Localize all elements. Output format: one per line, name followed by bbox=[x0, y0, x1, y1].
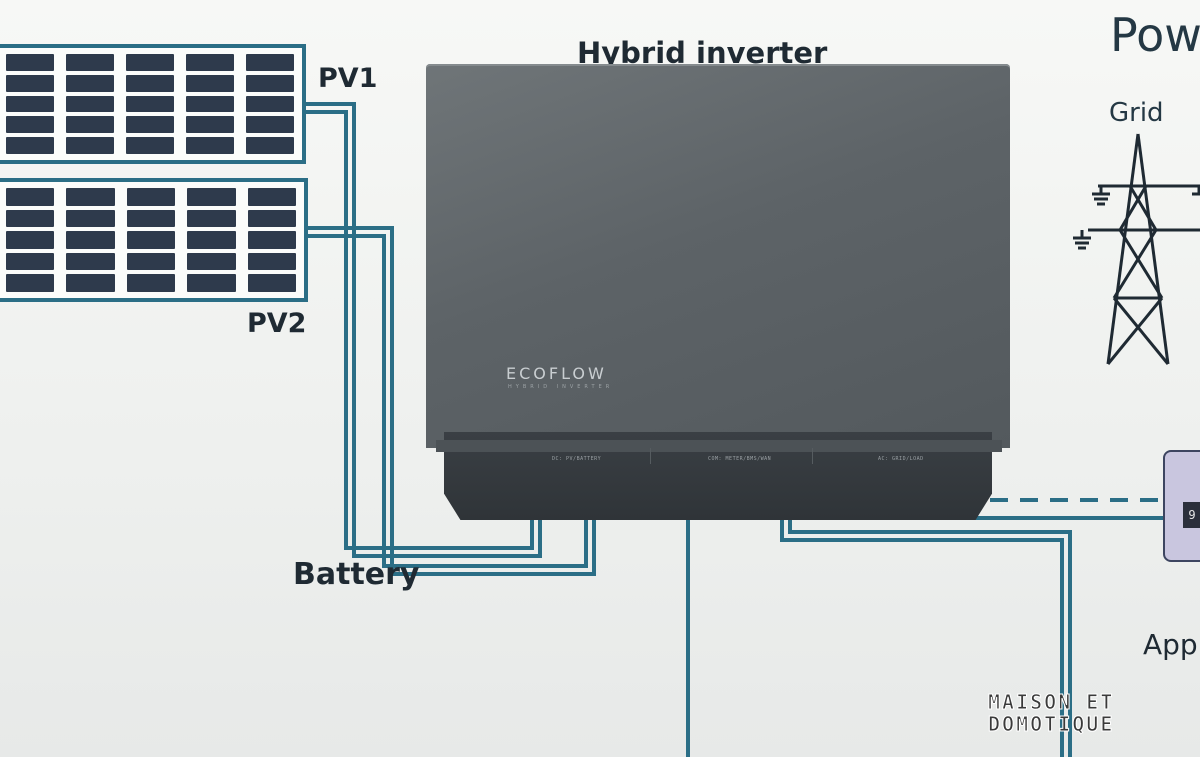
appliance-wire bbox=[780, 520, 1064, 757]
inverter-subtitle: HYBRID INVERTER bbox=[508, 384, 614, 390]
pv-cell bbox=[186, 95, 234, 113]
pv-cell bbox=[66, 137, 114, 154]
watermark-line-2: DOMOTIQUE bbox=[987, 712, 1115, 737]
pv2-cell-grid bbox=[6, 188, 296, 292]
smart-meter-device: 9 bbox=[1163, 450, 1200, 562]
pv-cell bbox=[6, 231, 55, 249]
pv-cell bbox=[66, 116, 114, 134]
ecoflow-logo: ECOFLOW bbox=[506, 364, 607, 383]
pv-cell bbox=[66, 74, 114, 92]
appliances-label: Appl bbox=[1143, 628, 1200, 661]
pv-cell bbox=[66, 252, 115, 271]
com-port-label: COM: METER/BMS/WAN bbox=[708, 456, 772, 462]
pv-cell bbox=[186, 137, 234, 154]
port-divider bbox=[812, 448, 813, 464]
pv-cell bbox=[6, 209, 55, 228]
pv-cell bbox=[126, 274, 176, 292]
pv-cell bbox=[6, 54, 54, 71]
pv-cell bbox=[246, 54, 294, 71]
pv2-wire-inner bbox=[308, 234, 588, 568]
pv-cell bbox=[126, 54, 174, 71]
pv-cell bbox=[246, 74, 294, 92]
pv-cell bbox=[66, 231, 115, 249]
pv-cell bbox=[247, 274, 296, 292]
dc-port-label: DC: PV/BATTERY bbox=[552, 456, 602, 462]
pv-cell bbox=[126, 188, 176, 206]
pv-cell bbox=[247, 231, 296, 249]
pv-cell bbox=[247, 252, 296, 271]
pv1-label: PV1 bbox=[318, 63, 378, 94]
pv-cell bbox=[246, 95, 294, 113]
pv-cell bbox=[66, 209, 115, 228]
pv-cell bbox=[247, 188, 296, 206]
pv-cell bbox=[6, 252, 55, 271]
ac-port-label: AC: GRID/LOAD bbox=[878, 456, 924, 462]
pv-cell bbox=[186, 116, 234, 134]
inverter-cover bbox=[426, 64, 1010, 448]
pv-cell bbox=[247, 209, 296, 228]
pv1-wire bbox=[306, 102, 542, 558]
pv2-wire bbox=[308, 226, 596, 576]
pv-cell bbox=[66, 95, 114, 113]
meter-display: 9 bbox=[1183, 502, 1200, 528]
pv-cell bbox=[6, 116, 54, 134]
pv-cell bbox=[246, 137, 294, 154]
pv-cell bbox=[126, 231, 176, 249]
pv2-label: PV2 bbox=[247, 308, 307, 339]
pv-cell bbox=[126, 74, 174, 92]
pv-cell bbox=[187, 252, 236, 271]
hybrid-inverter-device: ECOFLOW HYBRID INVERTER DC: PV/BATTERY C… bbox=[426, 64, 1010, 520]
power-tower-icon bbox=[1073, 133, 1200, 365]
pv-cell bbox=[66, 274, 115, 292]
power-heading: Pow bbox=[1110, 8, 1200, 62]
pv-cell bbox=[66, 54, 114, 71]
pv-cell bbox=[6, 74, 54, 92]
pv1-cell-grid bbox=[6, 54, 294, 154]
pv-cell bbox=[126, 209, 176, 228]
pv-cell bbox=[6, 95, 54, 113]
pv-cell bbox=[126, 95, 174, 113]
pv-cell bbox=[6, 188, 55, 206]
appliance-wire-inner bbox=[788, 520, 1072, 757]
pv2-solar-panel bbox=[0, 178, 308, 302]
grid-label: Grid bbox=[1109, 98, 1164, 128]
pv-cell bbox=[126, 252, 176, 271]
pv-cell bbox=[126, 116, 174, 134]
pv-cell bbox=[186, 74, 234, 92]
pv-cell bbox=[187, 188, 236, 206]
pv-cell bbox=[187, 231, 236, 249]
pv1-wire-inner bbox=[306, 110, 534, 550]
watermark-line-1: MAISON ET bbox=[987, 690, 1115, 715]
pv-cell bbox=[66, 188, 115, 206]
pv-cell bbox=[187, 209, 236, 228]
port-divider bbox=[650, 448, 651, 464]
pv-cell bbox=[6, 274, 55, 292]
watermark-logo: MAISON ET DOMOTIQUE bbox=[987, 690, 1198, 737]
pv-cell bbox=[126, 137, 174, 154]
pv-cell bbox=[6, 137, 54, 154]
pv-cell bbox=[186, 54, 234, 71]
pv-cell bbox=[187, 274, 236, 292]
pv-cell bbox=[246, 116, 294, 134]
pv1-solar-panel bbox=[0, 44, 306, 164]
battery-label: Battery bbox=[293, 557, 420, 592]
inverter-lip bbox=[436, 440, 1002, 452]
